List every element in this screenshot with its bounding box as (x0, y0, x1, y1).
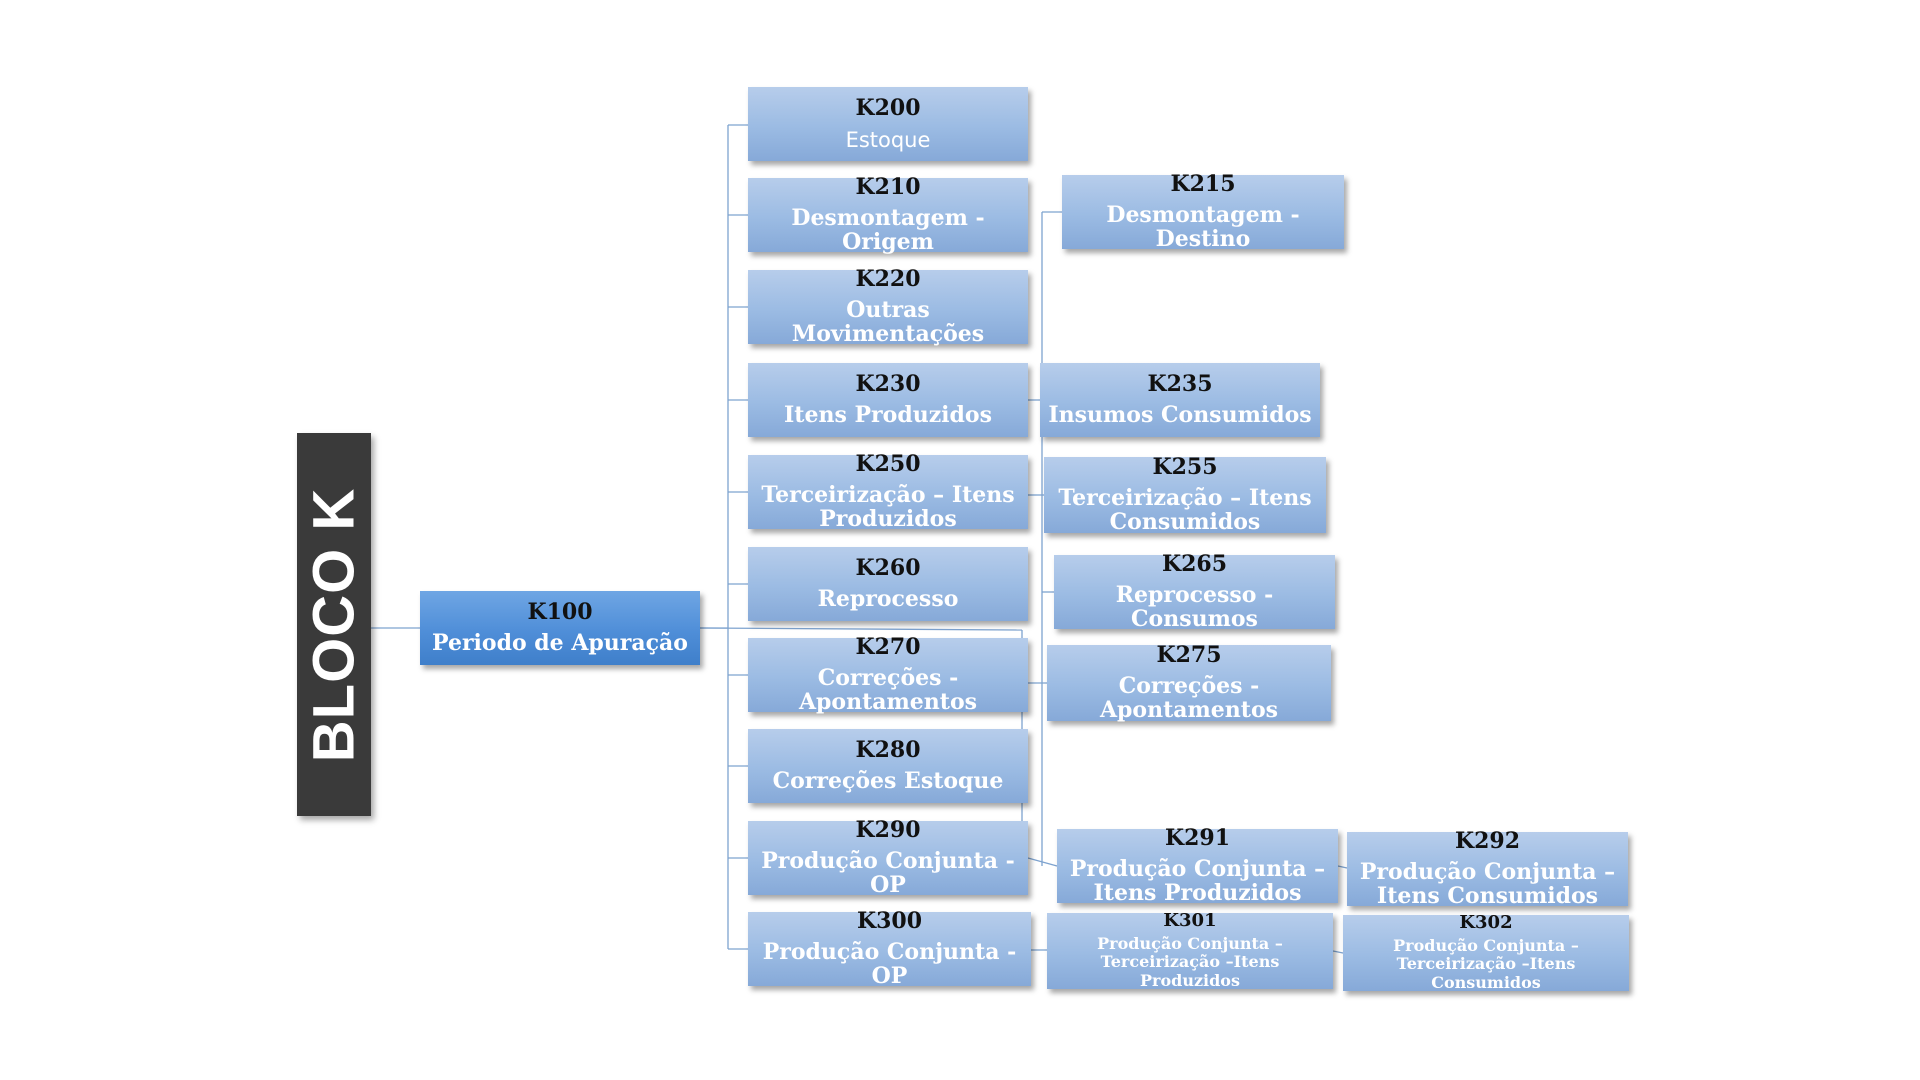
node-k300-name: Produção Conjunta - OP (762, 939, 1017, 989)
node-k215-name: Desmontagem - Destino (1106, 202, 1300, 252)
node-k300: K300 Produção Conjunta - OP (748, 908, 1031, 989)
node-k291: K291 Produção Conjunta – Itens Produzido… (1057, 825, 1338, 906)
node-k260-name: Reprocesso (817, 586, 959, 612)
node-k280-name: Correções Estoque (772, 768, 1004, 794)
node-k220: K220 Outras Movimentações (748, 266, 1028, 347)
node-k200: K200 Estoque (748, 87, 1028, 161)
node-k255-code: K255 (1152, 454, 1218, 481)
node-k200-code: K200 (855, 95, 921, 122)
node-k270-name: Correções - Apontamentos (798, 665, 978, 715)
node-k200-name: Estoque (845, 127, 931, 152)
node-k210-name: Desmontagem - Origem (791, 205, 985, 255)
node-k220-code: K220 (855, 266, 921, 293)
node-k260: K260 Reprocesso (748, 547, 1028, 621)
node-k260-code: K260 (855, 554, 921, 581)
node-k302-name: Produção Conjunta – Terceirização –Itens… (1393, 935, 1579, 992)
node-k250-code: K250 (855, 451, 921, 478)
node-k302: K302 Produção Conjunta – Terceirização –… (1343, 911, 1629, 992)
node-k210-code: K210 (855, 174, 921, 201)
node-k290-code: K290 (855, 817, 921, 844)
node-k301-name: Produção Conjunta – Terceirização –Itens… (1097, 933, 1283, 990)
node-k275: K275 Correções - Apontamentos (1047, 642, 1331, 723)
node-k210: K210 Desmontagem - Origem (748, 174, 1028, 255)
node-k250-name: Terceirização – Itens Produzidos (761, 482, 1015, 532)
node-k292-name: Produção Conjunta – Itens Consumidos (1359, 859, 1616, 909)
node-k292: K292 Produção Conjunta – Itens Consumido… (1347, 828, 1628, 909)
node-k265-name: Reprocesso - Consumos (1115, 582, 1274, 632)
node-k275-code: K275 (1156, 642, 1222, 669)
node-k250: K250 Terceirização – Itens Produzidos (748, 451, 1028, 532)
node-k292-code: K292 (1454, 828, 1521, 855)
connector-line (1027, 857, 1058, 867)
node-k100-name: Periodo de Apuração (432, 630, 688, 656)
node-k265-code: K265 (1161, 551, 1228, 578)
node-k215: K215 Desmontagem - Destino (1062, 171, 1344, 252)
node-k255-name: Terceirização – Itens Consumidos (1058, 485, 1312, 535)
bloco-k-label: BLOCO K (301, 487, 367, 762)
node-k280-code: K280 (855, 736, 921, 763)
node-k255: K255 Terceirização – Itens Consumidos (1044, 454, 1326, 535)
node-k270: K270 Correções - Apontamentos (748, 634, 1028, 715)
node-k280: K280 Correções Estoque (748, 729, 1028, 803)
node-k100-code: K100 (527, 598, 593, 625)
node-k215-code: K215 (1170, 171, 1236, 198)
node-k302-code: K302 (1459, 911, 1513, 933)
node-k290-name: Produção Conjunta - OP (761, 848, 1015, 898)
node-k230: K230 Itens Produzidos (748, 363, 1028, 437)
node-k291-name: Produção Conjunta – Itens Produzidos (1069, 856, 1326, 906)
node-k270-code: K270 (855, 634, 921, 661)
node-k235-name: Insumos Consumidos (1048, 402, 1312, 428)
connector-line (1337, 865, 1348, 869)
node-k235-code: K235 (1147, 370, 1213, 397)
node-k265: K265 Reprocesso - Consumos (1054, 551, 1335, 632)
node-k301-code: K301 (1163, 909, 1217, 931)
connector-line (699, 627, 1023, 631)
node-k290: K290 Produção Conjunta - OP (748, 817, 1028, 898)
node-k300-code: K300 (856, 908, 923, 935)
node-k301: K301 Produção Conjunta – Terceirização –… (1047, 909, 1333, 990)
node-k100: K100 Periodo de Apuração (420, 591, 700, 665)
node-k235: K235 Insumos Consumidos (1040, 363, 1320, 437)
node-k230-name: Itens Produzidos (784, 402, 992, 428)
bloco-k-root: BLOCO K (297, 433, 371, 816)
node-k275-name: Correções - Apontamentos (1099, 673, 1279, 723)
node-k291-code: K291 (1164, 825, 1231, 852)
node-k220-name: Outras Movimentações (791, 297, 985, 347)
node-k230-code: K230 (855, 370, 921, 397)
connector-line (1332, 950, 1344, 954)
